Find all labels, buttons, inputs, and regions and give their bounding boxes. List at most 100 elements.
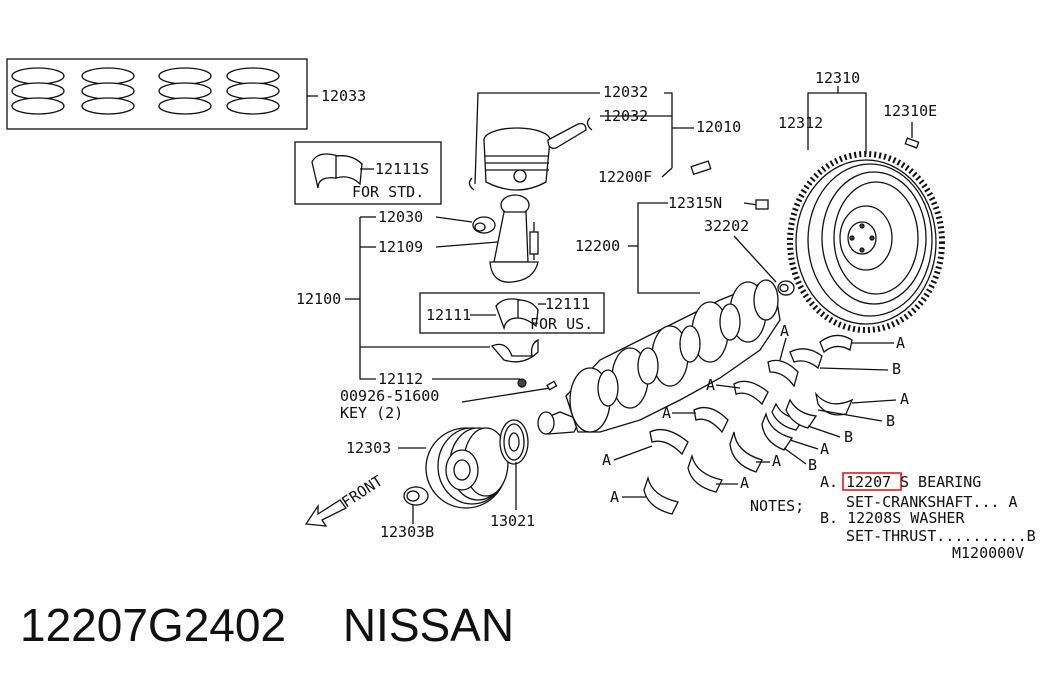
notes-line-a-highlight: 12207 xyxy=(846,473,891,491)
bearing-shell-icon xyxy=(789,348,823,370)
crankshaft-icon xyxy=(537,279,781,435)
key-icon xyxy=(546,380,558,391)
bearing-shell-icon xyxy=(733,380,769,406)
bearing-letter-a: A xyxy=(602,451,611,469)
flywheel-dowel-icon xyxy=(904,137,920,149)
notes-line-a2: SET-CRANKSHAFT... A xyxy=(846,493,1018,511)
label-front: FRONT xyxy=(338,472,386,512)
piston-ring-set-4 xyxy=(226,67,280,115)
bearing-shell-icon xyxy=(495,298,539,331)
bearing-letter-b: B xyxy=(886,412,895,430)
notes-line-a-rest: S BEARING xyxy=(900,473,981,491)
crankshaft-group: 12200 12315N 32202 xyxy=(537,194,795,435)
bearing-letter-b: B xyxy=(844,428,853,446)
piston-ring-set-3 xyxy=(158,67,212,115)
brand-name: NISSAN xyxy=(342,599,515,651)
front-arrow-group: FRONT xyxy=(304,472,386,527)
notes-line-b: B. 12208S WASHER xyxy=(820,509,965,527)
piston-rings-group: 12033 xyxy=(6,58,366,130)
connecting-rod-icon xyxy=(489,194,539,283)
label-for-us: FOR US. xyxy=(530,315,593,333)
pulley-bolt-icon xyxy=(403,486,429,506)
front-arrow-icon xyxy=(304,499,347,527)
bearing-letter-a: A xyxy=(780,322,789,340)
callout-conrod-bearing-std: 12111S xyxy=(375,160,429,178)
callout-piston-rings: 12033 xyxy=(321,87,366,105)
bearing-shell-icon xyxy=(693,406,729,434)
bearing-letter-a: A xyxy=(706,376,715,394)
bearing-letter-a: A xyxy=(662,404,671,422)
notes-line-a-prefix: A. xyxy=(820,473,838,491)
notes-line-b2: SET-THRUST..........B xyxy=(846,527,1036,545)
bearing-shell-icon xyxy=(771,402,806,431)
conrod-nut-icon xyxy=(517,378,527,388)
pilot-bushing-icon xyxy=(777,280,795,296)
snap-ring-icon xyxy=(586,117,593,131)
callout-pilot-bushing: 32202 xyxy=(704,217,749,235)
piston-icon xyxy=(483,127,551,191)
conrod-bushing-icon xyxy=(472,216,496,234)
piston-ring-set-2 xyxy=(81,67,135,115)
bearing-shell-icon xyxy=(767,359,799,388)
conrod-bearing-std-group: 12111S FOR STD. xyxy=(294,141,442,205)
flywheel-group: 12310 12312 12310E xyxy=(778,69,945,333)
diagram-code: M120000V xyxy=(952,544,1024,562)
piston-pin-small-icon xyxy=(690,160,712,176)
callout-pulley-bolt: 12303B xyxy=(380,523,434,541)
notes-heading: NOTES; xyxy=(750,497,804,515)
bearing-shell-icon xyxy=(729,431,763,473)
callout-conrod-bearing-us-left: 12111 xyxy=(426,306,471,324)
callout-crank-pulley: 12303 xyxy=(346,439,391,457)
conrod-cap-icon xyxy=(490,338,539,363)
callout-flywheel-assy: 12310 xyxy=(815,69,860,87)
callout-conrod-bushing: 12030 xyxy=(378,208,423,226)
bearing-shell-icon xyxy=(643,475,679,515)
label-for-std: FOR STD. xyxy=(352,183,424,201)
callout-key-part: 00926-51600 xyxy=(340,387,439,405)
callout-conrod-assy: 12100 xyxy=(296,290,341,308)
piston-ring-set-1 xyxy=(11,67,65,115)
flywheel-icon xyxy=(787,151,945,333)
bearing-letter-b: B xyxy=(808,456,817,474)
pulley-group: 12303 12303B 13021 xyxy=(346,419,535,541)
callout-flywheel: 12312 xyxy=(778,114,823,132)
bearing-shell-icon xyxy=(814,391,854,416)
bearing-shell-icon xyxy=(785,398,818,429)
main-bearings-group: A A B A A B A B A B A A A A xyxy=(602,322,909,515)
footer: 12207G2402 NISSAN xyxy=(20,598,514,652)
notes-group: NOTES; A. 12207 S BEARING SET-CRANKSHAFT… xyxy=(750,472,1036,562)
bearing-letter-a: A xyxy=(610,488,619,506)
piston-assembly-group: 12032 12032 12010 12200F xyxy=(468,83,741,191)
callout-pilot-bolt: 12315N xyxy=(668,194,722,212)
bearing-letter-a: A xyxy=(900,390,909,408)
snap-ring-icon xyxy=(468,177,475,191)
callout-key-qty: KEY (2) xyxy=(340,404,403,422)
bearing-letter-a: A xyxy=(896,334,905,352)
piston-pin-icon xyxy=(547,122,587,149)
part-number: 12207G2402 xyxy=(20,599,287,651)
callout-crank-sprocket: 13021 xyxy=(490,512,535,530)
callout-snap-ring-b: 12032 xyxy=(603,107,648,125)
conrod-bearing-us-group: 12111 12111 FOR US. xyxy=(419,292,605,334)
callout-conrod-nut: 12112 xyxy=(378,370,423,388)
callout-crankshaft: 12200 xyxy=(575,237,620,255)
callout-snap-ring-a: 12032 xyxy=(603,83,648,101)
callout-piston-assy: 12010 xyxy=(696,118,741,136)
crank-pulley-icon xyxy=(425,427,509,509)
highlight-box xyxy=(842,472,902,491)
bearing-shell-icon xyxy=(761,411,794,451)
pilot-bolt-icon xyxy=(755,199,769,210)
bearing-letter-a: A xyxy=(772,452,781,470)
bearing-shell-icon xyxy=(687,453,723,493)
callout-flywheel-dowel: 12310E xyxy=(883,102,937,120)
key-group: 00926-51600 KEY (2) xyxy=(340,380,558,422)
connecting-rod-group: 12030 12109 12100 12112 xyxy=(296,194,539,388)
bearing-letter-a: A xyxy=(740,474,749,492)
bearing-letter-a: A xyxy=(820,440,829,458)
bearing-shell-icon xyxy=(311,153,363,189)
bearing-letter-b: B xyxy=(892,360,901,378)
callout-piston-pin: 12200F xyxy=(598,168,652,186)
callout-conrod-bearing-us-right: 12111 xyxy=(545,295,590,313)
callout-conrod-bolt: 12109 xyxy=(378,238,423,256)
